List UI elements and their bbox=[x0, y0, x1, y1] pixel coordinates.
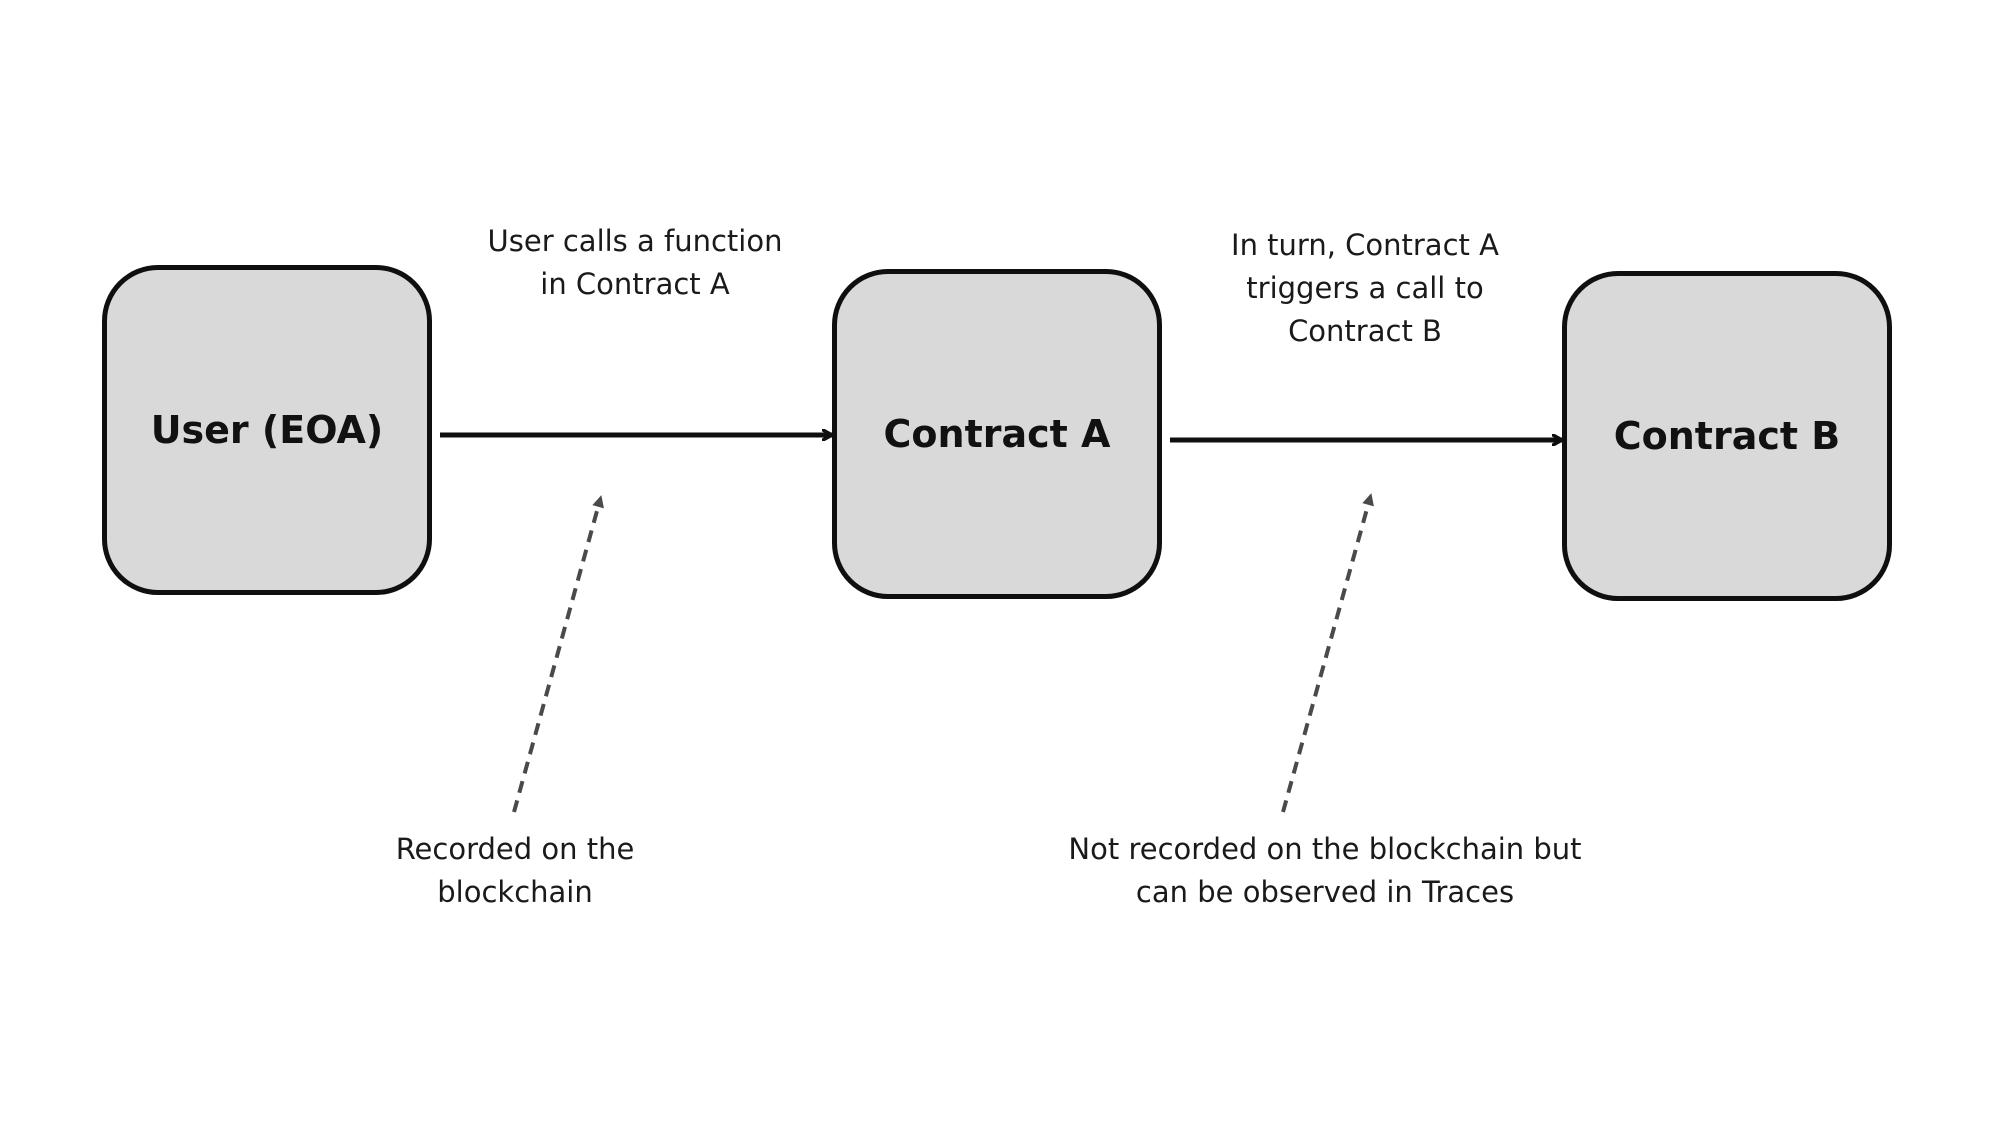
node-label: User (EOA) bbox=[150, 408, 384, 452]
node-label: Contract A bbox=[883, 412, 1111, 456]
edge-label-contract-a-to-contract-b: In turn, Contract A triggers a call to C… bbox=[1165, 224, 1565, 353]
node-contract-a: Contract A bbox=[832, 269, 1162, 599]
edge-label-line: Contract B bbox=[1288, 314, 1442, 348]
node-user-eoa: User (EOA) bbox=[102, 265, 432, 595]
dashed-arrow-not-recorded bbox=[1281, 493, 1374, 813]
annotation-line: Not recorded on the blockchain but bbox=[1068, 832, 1582, 866]
annotation-recorded: Recorded on the blockchain bbox=[350, 828, 680, 914]
annotation-line: can be observed in Traces bbox=[1135, 875, 1515, 909]
node-label: Contract B bbox=[1613, 414, 1841, 458]
edge-label-user-to-contract-a: User calls a function in Contract A bbox=[435, 220, 835, 306]
edge-label-line: In turn, Contract A bbox=[1231, 228, 1499, 262]
edge-label-line: in Contract A bbox=[540, 267, 730, 301]
edge-label-line: triggers a call to bbox=[1246, 271, 1484, 305]
annotation-not-recorded: Not recorded on the blockchain but can b… bbox=[1020, 828, 1630, 914]
node-contract-b: Contract B bbox=[1562, 271, 1892, 601]
dashed-arrow-recorded bbox=[512, 495, 604, 813]
annotation-line: Recorded on the bbox=[395, 832, 635, 866]
edge-label-line: User calls a function bbox=[487, 224, 783, 258]
annotation-line: blockchain bbox=[437, 875, 593, 909]
